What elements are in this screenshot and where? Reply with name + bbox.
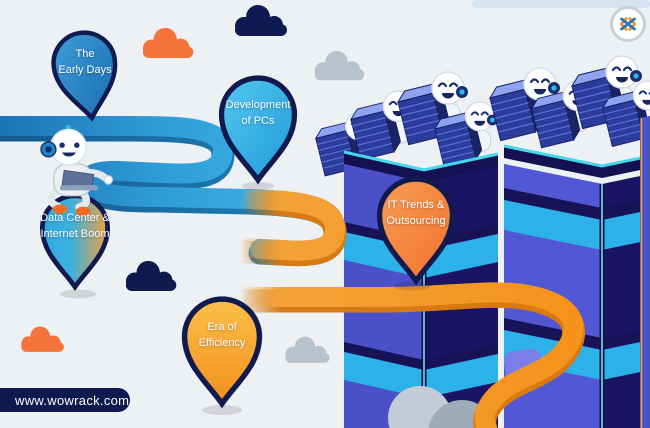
cloud-icon (142, 27, 194, 58)
cloud-icon (21, 326, 64, 352)
website-badge[interactable]: www.wowrack.com (0, 388, 130, 412)
cloud-icon (314, 50, 365, 81)
server-towers (343, 116, 650, 428)
cloud-icon (125, 260, 177, 291)
distant-cloud (472, 0, 650, 8)
pin-shadows (60, 182, 430, 415)
cloud-icon (235, 5, 287, 36)
pin-era-of-efficiency[interactable] (185, 299, 260, 404)
laptop-icon (60, 169, 98, 191)
server-tower (640, 116, 650, 428)
pin-data-center-internet-boom[interactable] (42, 196, 107, 287)
mascot-robot (40, 124, 114, 217)
pin-the-early-days[interactable] (50, 29, 123, 122)
website-url: www.wowrack.com (15, 392, 130, 408)
cloud-icon (285, 336, 330, 363)
wowrack-x-logo-icon (610, 6, 646, 42)
